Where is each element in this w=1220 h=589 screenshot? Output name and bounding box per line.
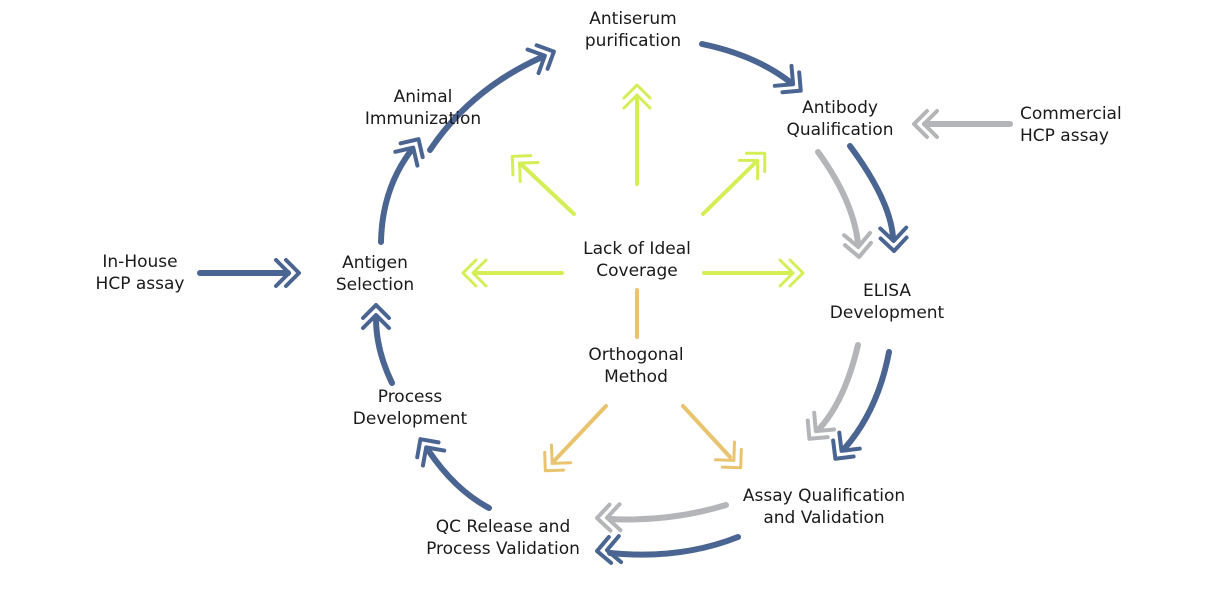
- elisa-development-line2: Development: [829, 303, 945, 323]
- assay-qualification-node: Assay Qualification and Validation: [743, 485, 905, 529]
- arrow-antibody-to-elisa-gray: [815, 149, 873, 259]
- antiserum-purification-line1: Antiserum: [589, 9, 677, 29]
- arrow-inhouse-to-antigen: [197, 258, 301, 288]
- process-development-line1: Process: [377, 387, 443, 407]
- arrow-coverage-to-elisa: [702, 258, 805, 288]
- process-development-line2: Development: [352, 409, 468, 429]
- elisa-development-line1: ELISA: [863, 281, 911, 301]
- arrow-antiserum-to-antibody: [699, 41, 803, 95]
- arrow-coverage-to-antigen: [461, 258, 564, 288]
- commercial-hcp-assay-line1: Commercial: [1020, 104, 1122, 124]
- orthogonal-method-line2: Method: [604, 367, 668, 387]
- antibody-qualification-line1: Antibody: [802, 98, 878, 118]
- arrow-qc-to-process: [415, 437, 492, 511]
- antiserum-purification-line2: purification: [584, 31, 682, 51]
- in-house-hcp-assay-line1: In-House: [102, 252, 178, 272]
- antibody-qualification-line2: Qualification: [786, 120, 894, 140]
- arrow-animal-to-antiserum: [427, 43, 556, 153]
- arrow-elisa-to-assay-gray: [805, 342, 861, 441]
- arrow-process-to-antigen: [361, 303, 395, 386]
- in-house-hcp-assay-line2: HCP assay: [95, 274, 185, 294]
- arrow-commercial-to-antibody: [912, 109, 1013, 139]
- arrow-coverage-to-animal: [510, 154, 576, 216]
- process-development-node: Process Development: [353, 386, 467, 430]
- elisa-development-node: ELISA Development: [830, 280, 944, 324]
- arrow-coverage-to-antiserum: [622, 83, 652, 186]
- arrow-antibody-to-elisa: [847, 143, 909, 253]
- assay-qualification-line2: and Validation: [763, 508, 885, 528]
- lack-of-ideal-coverage-line1: Lack of Ideal: [583, 239, 691, 259]
- animal-immunization-line2: Immunization: [364, 109, 482, 129]
- orthogonal-method-line1: Orthogonal: [588, 345, 684, 365]
- commercial-hcp-assay-line2: HCP assay: [1020, 126, 1109, 146]
- in-house-hcp-assay-node: In-House HCP assay: [96, 251, 185, 295]
- orthogonal-method-node: Orthogonal Method: [588, 344, 683, 388]
- arrow-elisa-to-assay: [831, 349, 892, 461]
- arrow-assay-to-qc: [595, 534, 741, 565]
- qc-release-line1: QC Release and: [435, 517, 571, 537]
- arrow-orthogonal-to-assay: [681, 404, 743, 470]
- arrow-orthogonal-to-qc: [543, 404, 608, 473]
- arrow-assay-to-qc-gray: [595, 502, 729, 533]
- lack-of-ideal-coverage-line2: Coverage: [596, 261, 678, 281]
- commercial-hcp-assay-node: Commercial HCP assay: [1020, 103, 1122, 147]
- antigen-selection-line2: Selection: [335, 275, 415, 295]
- qc-release-node: QC Release and Process Validation: [426, 516, 580, 560]
- antibody-qualification-node: Antibody Qualification: [786, 97, 893, 141]
- lack-of-ideal-coverage-node: Lack of Ideal Coverage: [583, 238, 691, 282]
- qc-release-line2: Process Validation: [426, 539, 580, 559]
- arrow-antigen-to-animal: [378, 137, 425, 245]
- assay-qualification-line1: Assay Qualification: [742, 486, 906, 506]
- antigen-selection-node: Antigen Selection: [336, 252, 414, 296]
- animal-immunization-node: Animal Immunization: [365, 86, 481, 130]
- animal-immunization-line1: Animal: [393, 87, 453, 107]
- arrow-coverage-to-antibody: [701, 151, 767, 216]
- antiserum-purification-node: Antiserum purification: [585, 8, 681, 52]
- antigen-selection-line1: Antigen: [342, 253, 408, 273]
